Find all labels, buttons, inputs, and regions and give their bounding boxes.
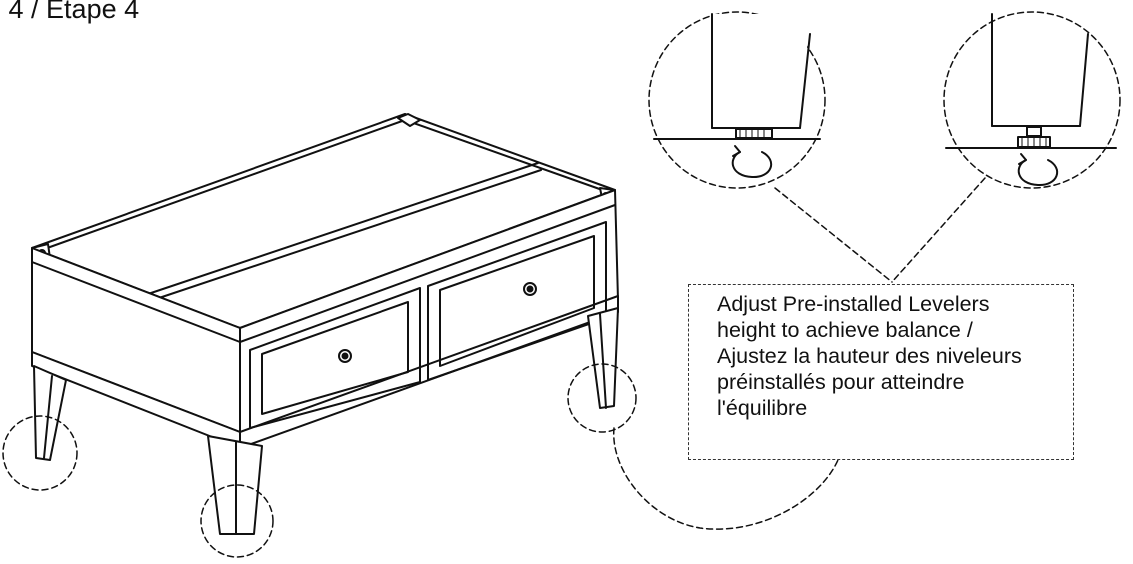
- leveler-retracted-icon: [648, 11, 826, 189]
- instruction-box: Adjust Pre-installed Levelers height to …: [688, 284, 1074, 460]
- rotate-arrow-icon: [731, 151, 773, 179]
- instruction-line: l'équilibre: [717, 396, 808, 420]
- foot-callout-right: [567, 363, 637, 433]
- instruction-line: Ajustez la hauteur des niveleurs: [717, 344, 1022, 368]
- instruction-line: préinstallés pour atteindre: [717, 370, 965, 394]
- leveler-extended-icon: [943, 11, 1121, 189]
- coffee-table-illustration: [31, 113, 619, 535]
- step-title: o 4 / Étape 4: [0, 0, 140, 24]
- foot-callout-front: [200, 484, 274, 558]
- foot-callout-left: [2, 415, 78, 491]
- leader-arc: [613, 427, 839, 530]
- instruction-line: height to achieve balance /: [717, 318, 973, 342]
- instruction-line: Adjust Pre-installed Levelers: [717, 292, 990, 316]
